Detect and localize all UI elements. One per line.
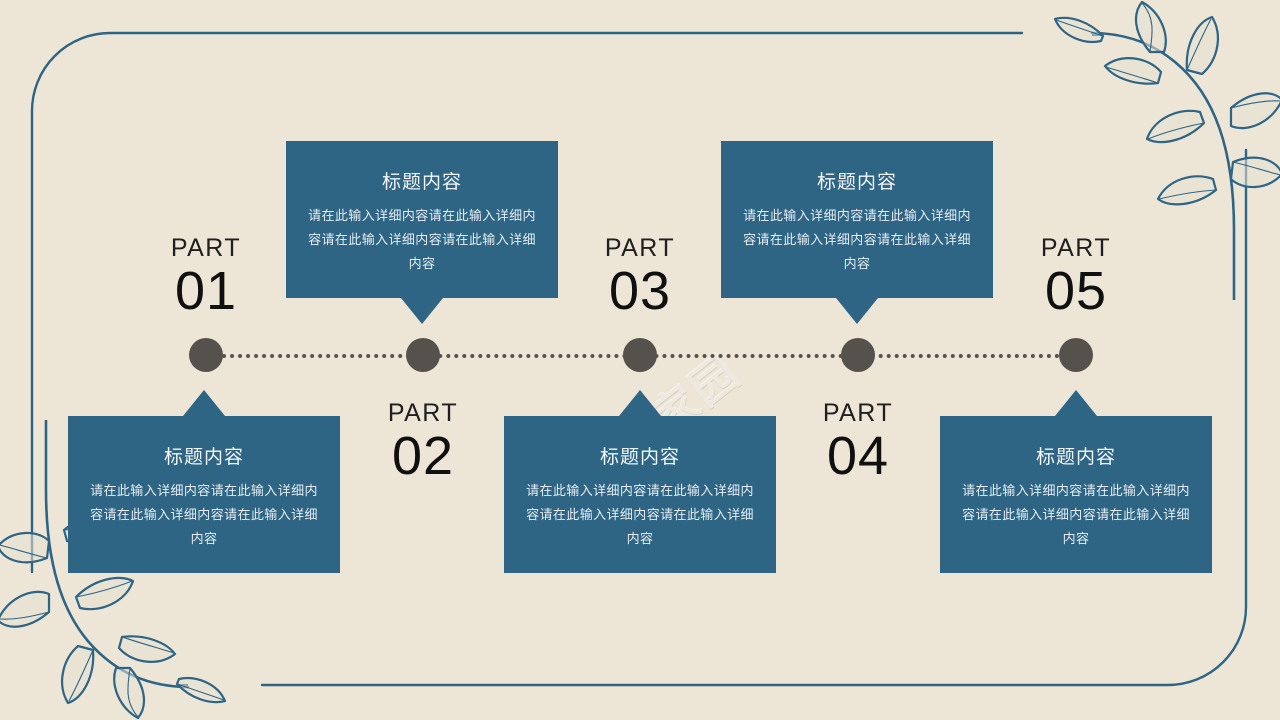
part-number: 05 (1044, 261, 1108, 322)
timeline-dot[interactable] (841, 338, 875, 372)
part-word: PART (604, 234, 676, 262)
part-number: 03 (608, 261, 672, 322)
part-word: PART (170, 234, 242, 262)
part-word: PART (822, 399, 894, 427)
part-label-03: PART 03 (545, 235, 735, 320)
part-label-04: PART 04 (763, 400, 953, 485)
part-word: PART (1040, 234, 1112, 262)
part-label-01: PART 01 (111, 235, 301, 320)
content-card-03[interactable]: 标题内容 请在此输入详细内容请在此输入详细内容请在此输入详细内容请在此输入详细内… (504, 390, 776, 574)
card-body: 请在此输入详细内容请在此输入详细内容请在此输入详细内容请在此输入详细内容 (90, 483, 318, 547)
part-number: 02 (391, 426, 455, 487)
part-label-02: PART 02 (328, 400, 518, 485)
card-title: 标题内容 (163, 447, 244, 468)
card-body: 请在此输入详细内容请在此输入详细内容请在此输入详细内容请在此输入详细内容 (962, 483, 1190, 547)
card-body: 请在此输入详细内容请在此输入详细内容请在此输入详细内容请在此输入详细内容 (526, 483, 754, 547)
card-title: 标题内容 (381, 172, 462, 193)
card-arrow-down-icon (401, 298, 443, 325)
part-word: PART (387, 399, 459, 427)
timeline-dot[interactable] (1059, 338, 1093, 372)
card-body: 请在此输入详细内容请在此输入详细内容请在此输入详细内容请在此输入详细内容 (743, 208, 971, 272)
timeline-dot[interactable] (189, 338, 223, 372)
timeline-dot[interactable] (623, 338, 657, 372)
content-card-04[interactable]: 标题内容 请在此输入详细内容请在此输入详细内容请在此输入详细内容请在此输入详细内… (721, 141, 993, 325)
part-number: 01 (174, 261, 238, 322)
card-title: 标题内容 (816, 172, 897, 193)
content-card-02[interactable]: 标题内容 请在此输入详细内容请在此输入详细内容请在此输入详细内容请在此输入详细内… (286, 141, 558, 325)
card-arrow-up-icon (619, 390, 661, 416)
content-card-05[interactable]: 标题内容 请在此输入详细内容请在此输入详细内容请在此输入详细内容请在此输入详细内… (940, 390, 1212, 574)
card-arrow-up-icon (1055, 390, 1097, 416)
content-card-01[interactable]: 标题内容 请在此输入详细内容请在此输入详细内容请在此输入详细内容请在此输入详细内… (68, 390, 340, 574)
part-label-05: PART 05 (981, 235, 1171, 320)
card-arrow-up-icon (183, 390, 225, 416)
card-title: 标题内容 (1035, 447, 1116, 468)
card-body: 请在此输入详细内容请在此输入详细内容请在此输入详细内容请在此输入详细内容 (308, 208, 536, 272)
card-arrow-down-icon (836, 298, 878, 325)
part-number: 04 (826, 426, 890, 487)
card-title: 标题内容 (599, 447, 680, 468)
timeline-dot[interactable] (406, 338, 440, 372)
